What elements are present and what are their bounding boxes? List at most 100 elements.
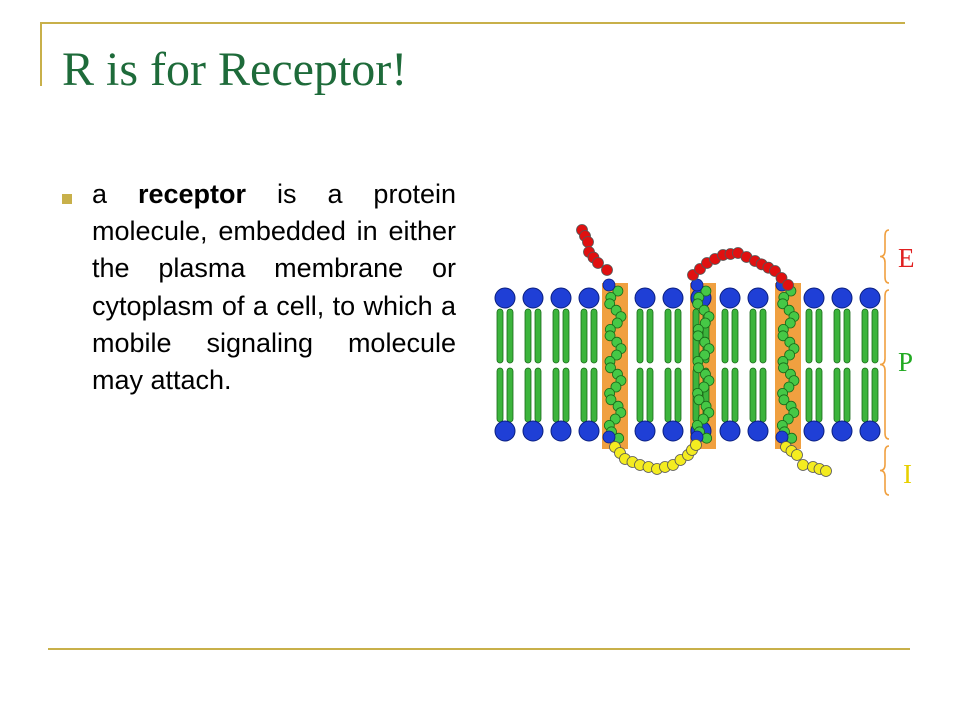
helix-bead [605, 394, 617, 406]
helix-bead [784, 317, 796, 329]
lipid-tail [496, 367, 504, 423]
lipid-head [522, 420, 544, 442]
region-brace [879, 289, 890, 440]
lipid-tail [674, 367, 682, 423]
lipid-tail [843, 308, 851, 364]
lipid-head [747, 420, 769, 442]
helix-bead [604, 298, 616, 310]
lipid-tail [580, 308, 588, 364]
lipid-head [719, 287, 741, 309]
helix-bead [699, 317, 711, 329]
extracellular-bead [601, 264, 613, 276]
helix-bead [611, 317, 623, 329]
helix-bead [700, 285, 712, 297]
lipid-tail [861, 308, 869, 364]
region-brace [879, 229, 890, 284]
lipid-tail [664, 308, 672, 364]
lipid-head [803, 287, 825, 309]
extracellular-bead [582, 236, 594, 248]
lipid-head [494, 287, 516, 309]
lipid-tail [833, 367, 841, 423]
lipid-tail [506, 308, 514, 364]
helix-bead [611, 349, 623, 361]
lipid-tails [496, 308, 879, 423]
transmembrane-helices [602, 278, 800, 444]
lipid-tail [562, 367, 570, 423]
lipid-tail [759, 308, 767, 364]
lipid-head [522, 287, 544, 309]
lipid-tail [749, 367, 757, 423]
helix-cap [602, 278, 616, 292]
lipid-tail [805, 308, 813, 364]
lipid-tail [534, 308, 542, 364]
intracellular-bead [690, 439, 702, 451]
lipid-head [803, 420, 825, 442]
lipid-tail [552, 367, 560, 423]
lipid-tail [871, 367, 879, 423]
lipid-tail [590, 367, 598, 423]
intracellular-chain [609, 439, 832, 477]
lipid-head [831, 420, 853, 442]
helix-cap [602, 430, 616, 444]
lipid-tail [749, 308, 757, 364]
lipid-tail [534, 367, 542, 423]
label-extracellular: E [898, 243, 915, 273]
lipid-head [719, 420, 741, 442]
lipid-tail [524, 308, 532, 364]
label-intracellular: I [903, 459, 912, 489]
lipid-tail [815, 308, 823, 364]
helix-bead [612, 285, 624, 297]
helix-bead [777, 330, 789, 342]
helix-bead [692, 330, 704, 342]
lipid-head [859, 420, 881, 442]
lipid-head [550, 420, 572, 442]
lipid-head [831, 287, 853, 309]
lipid-tail [646, 367, 654, 423]
lipid-tail [636, 367, 644, 423]
helix-bead [693, 394, 705, 406]
lipid-head [634, 287, 656, 309]
bullet-text: a receptor is a protein molecule, embedd… [92, 176, 456, 399]
lipid-tail [562, 308, 570, 364]
lipid-tail [636, 308, 644, 364]
lipid-tail [590, 308, 598, 364]
helix-bead [610, 381, 622, 393]
lipid-tail [721, 308, 729, 364]
bullet-text-before: a [92, 179, 138, 209]
lipid-tail [506, 367, 514, 423]
lipid-head [578, 420, 600, 442]
lipid-head [859, 287, 881, 309]
helix-bead [692, 298, 704, 310]
slide-title: R is for Receptor! [62, 43, 408, 96]
lipid-tail [552, 308, 560, 364]
helix-bead [693, 362, 704, 374]
region-brace [879, 445, 890, 496]
bullet-text-after: is a protein molecule, embedded in eithe… [92, 179, 456, 396]
lipid-head [494, 420, 516, 442]
intracellular-bead [791, 449, 803, 461]
receptor-membrane-diagram: E P I [494, 224, 915, 496]
bullet-term: receptor [137, 179, 247, 209]
lipid-tail [496, 308, 504, 364]
bullet-marker-icon [62, 194, 72, 204]
lipid-tail [664, 367, 672, 423]
extracellular-chain [576, 224, 794, 291]
lipid-tail [759, 367, 767, 423]
frame-bottom-line [48, 648, 910, 650]
lipid-head [662, 420, 684, 442]
lipid-tail [805, 367, 813, 423]
intracellular-bead [820, 465, 832, 477]
helix-bead [783, 381, 795, 393]
lipid-tail [861, 367, 869, 423]
extracellular-bead [592, 257, 604, 269]
lipid-head [662, 287, 684, 309]
frame-top-line [40, 22, 905, 24]
lipid-tail [646, 308, 654, 364]
helix-bead [605, 362, 616, 374]
lipid-tail [731, 308, 739, 364]
lipid-tail [731, 367, 739, 423]
helix-bead [698, 381, 710, 393]
helix-bead [604, 330, 616, 342]
lipid-head [550, 287, 572, 309]
lipid-tail [815, 367, 823, 423]
